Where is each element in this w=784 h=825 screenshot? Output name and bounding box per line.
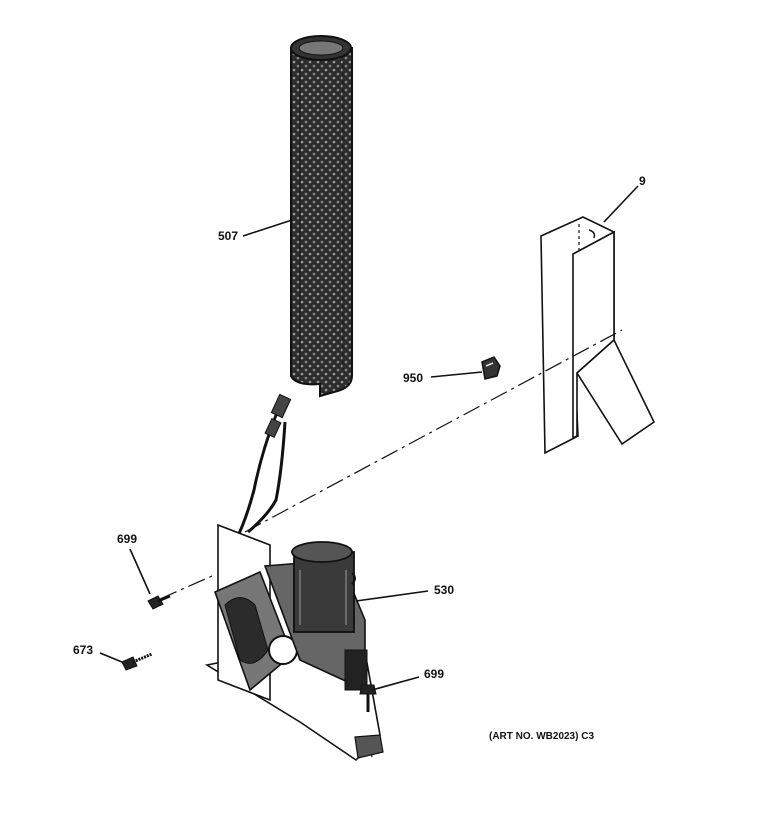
bracket-9	[540, 216, 656, 455]
callout-507: 507	[218, 229, 239, 243]
wire-harness	[234, 393, 292, 541]
leader-lines	[99, 185, 639, 691]
callout-530: 530	[434, 583, 455, 597]
callout-673: 673	[73, 643, 94, 657]
blower-assembly-530	[204, 523, 384, 762]
screw-699-left	[147, 594, 171, 610]
callout-9: 9	[639, 174, 646, 188]
screw-673	[121, 652, 153, 671]
art-number-caption: (ART NO. WB2023) C3	[489, 731, 595, 742]
callout-950: 950	[403, 371, 424, 385]
callout-699-bottom: 699	[424, 667, 445, 681]
flexible-duct-507	[290, 35, 353, 398]
clip-950	[481, 356, 501, 380]
callout-699-left: 699	[117, 532, 138, 546]
screw-699-bottom	[359, 684, 377, 712]
